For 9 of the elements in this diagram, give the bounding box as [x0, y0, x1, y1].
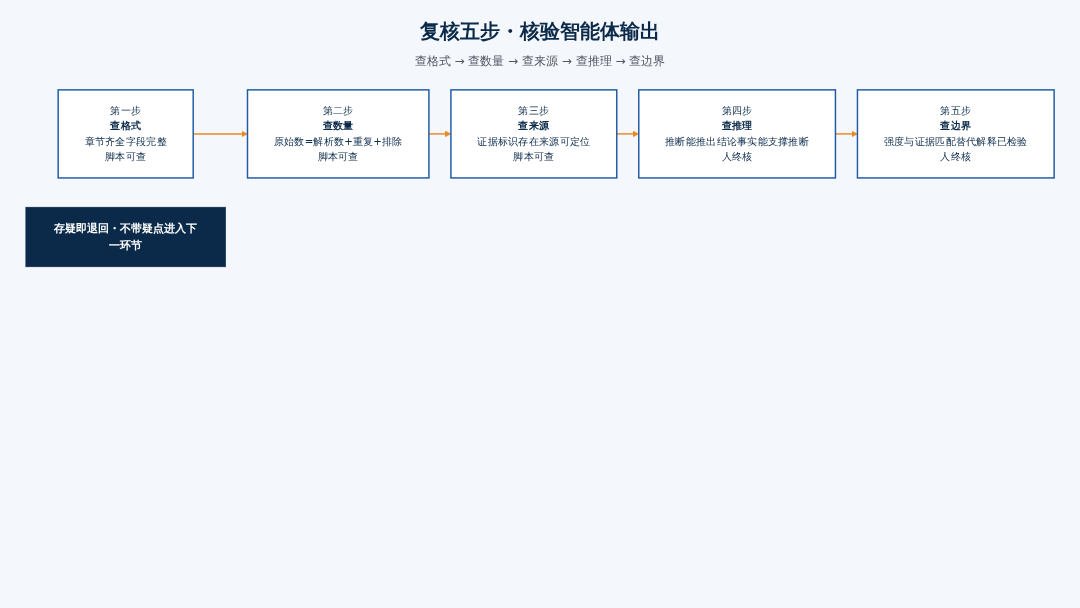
node-box: [638, 89, 837, 179]
flowchart: 第一步 查格式 章节齐全字段完整 脚本可查 第二步 查数量 原始数=解析数+重复+排除 脚本可查 第三步 查来源 证据标识存在来源可定位 脚本可查 第四步 查推理 推断能推出结论事实能支撑推断 人终核 第五步 查边界 强度与证据匹配替代解释已检验 人终核 存疑即退回・不带疑点进入下一环节: [20, 84, 1060, 273]
node-box: [25, 206, 226, 268]
node-box: [450, 89, 618, 179]
diagram-title: 复核五步・核验智能体输出: [419, 18, 661, 45]
node-box: [856, 89, 1055, 179]
node-box: [57, 89, 194, 179]
subtitle-text: 查格式 → 查数量 → 查来源 → 查推理 → 查边界: [414, 53, 666, 70]
node-box: [246, 89, 430, 179]
